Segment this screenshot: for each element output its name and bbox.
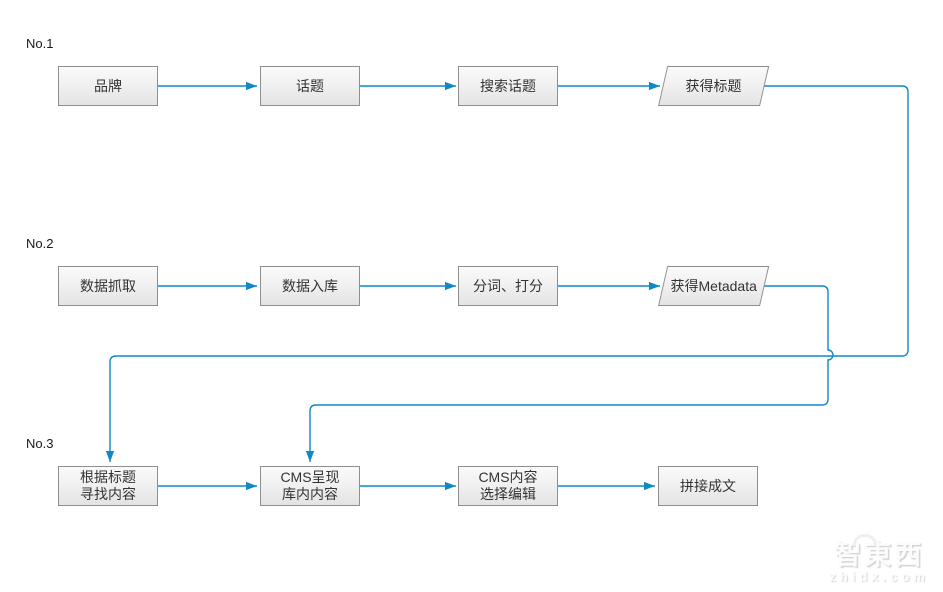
connector-metadata-to-cms — [305, 285, 834, 462]
row-label-2: No.2 — [26, 236, 54, 251]
node-label: 拼接成文 — [680, 477, 736, 494]
node-label: 搜索话题 — [480, 77, 536, 94]
node-find-content-by-title: 根据标题 寻找内容 — [58, 466, 158, 506]
watermark-brand: 智東西 — [829, 534, 929, 570]
node-label-line1: CMS内容 — [478, 469, 538, 485]
node-label: 获得Metadata — [670, 277, 757, 294]
row-label-3: No.3 — [26, 436, 54, 451]
watermark-brand-text: 智東西 — [834, 540, 925, 570]
node-topic: 话题 — [260, 66, 360, 106]
node-label: 数据抓取 — [80, 277, 136, 294]
node-cms-select-edit: CMS内容 选择编辑 — [458, 466, 558, 506]
node-label-line2: 库内内容 — [282, 486, 338, 502]
node-label: 获得标题 — [685, 77, 742, 94]
node-label-line1: CMS呈现 — [280, 469, 340, 485]
node-cms-present-content: CMS呈现 库内内容 — [260, 466, 360, 506]
node-data-crawl: 数据抓取 — [58, 266, 158, 306]
node-search-topic: 搜索话题 — [458, 66, 558, 106]
node-label: 品牌 — [94, 77, 122, 94]
node-label: 分词、打分 — [473, 277, 543, 294]
node-brand: 品牌 — [58, 66, 158, 106]
node-label-line2: 选择编辑 — [480, 486, 536, 502]
node-merge-article: 拼接成文 — [658, 466, 758, 506]
watermark-site: zhidx.com — [829, 569, 929, 584]
node-get-metadata: 获得Metadata — [658, 266, 770, 306]
row-label-1: No.1 — [26, 36, 54, 51]
node-data-store: 数据入库 — [260, 266, 360, 306]
node-get-title: 获得标题 — [658, 66, 770, 106]
node-label: 话题 — [296, 77, 324, 94]
node-label: 数据入库 — [282, 277, 338, 294]
watermark: 智東西 zhidx.com — [829, 534, 929, 584]
node-label-line1: 根据标题 — [80, 469, 136, 485]
node-label-line2: 寻找内容 — [80, 486, 136, 502]
watermark-arc-icon — [853, 534, 878, 546]
node-segment-score: 分词、打分 — [458, 266, 558, 306]
